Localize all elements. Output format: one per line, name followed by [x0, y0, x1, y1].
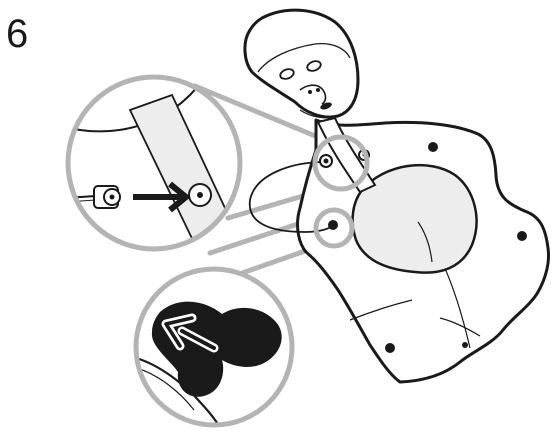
snap-connector-icon — [188, 183, 212, 207]
cable-icon — [248, 154, 334, 233]
chest-skin-icon — [351, 163, 478, 274]
manikin-head-icon — [243, 8, 360, 119]
callout-small-circles — [312, 134, 370, 249]
magnifier-connector-icon — [65, 74, 243, 252]
step-number: 6 — [6, 12, 29, 56]
insert-arrow-icon — [161, 313, 219, 353]
push-arrow-icon — [133, 181, 191, 213]
magnifier-port-icon — [133, 266, 295, 428]
